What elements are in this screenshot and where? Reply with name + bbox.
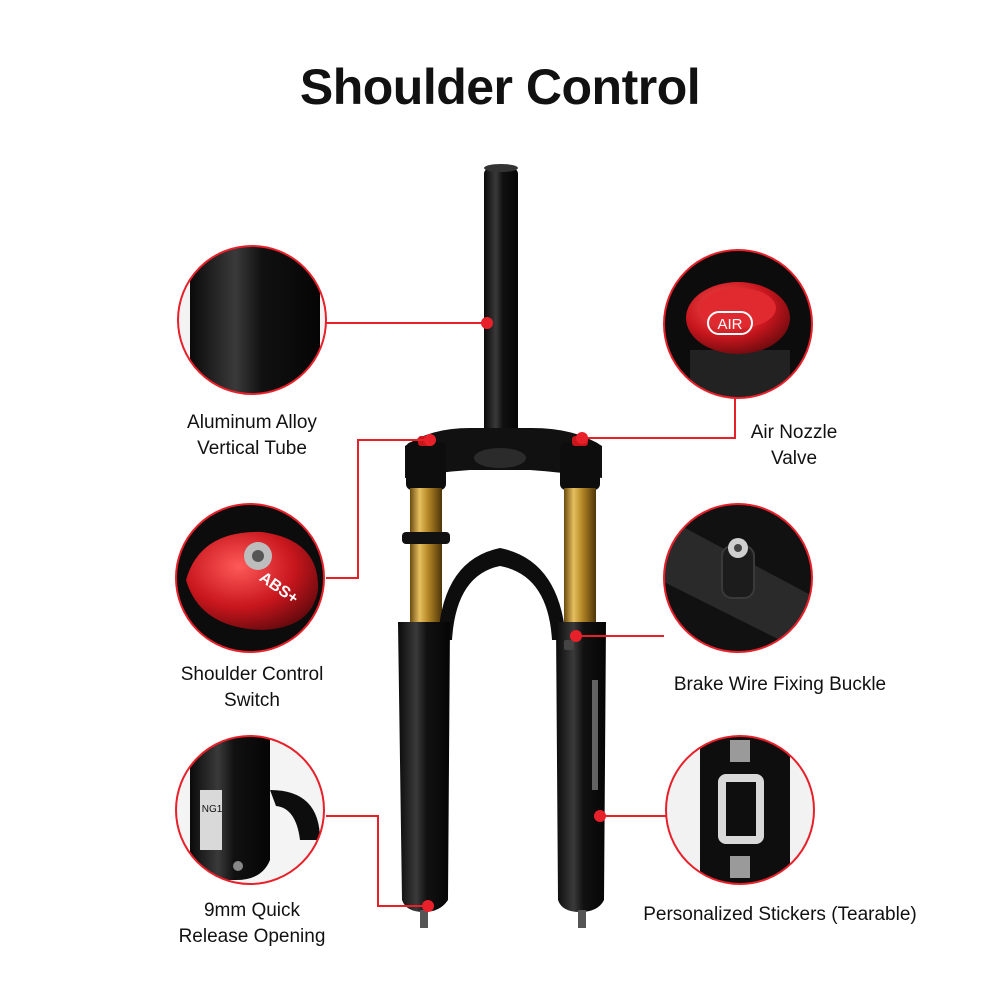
lower-sticker [592, 680, 598, 790]
label-quick: 9mm Quick Release Opening [152, 898, 352, 950]
right-leg-cap [560, 442, 600, 490]
fork-body [398, 164, 606, 928]
detail-circle-quick: NG1 [175, 735, 325, 885]
label-switch-line2: Switch [224, 690, 280, 711]
callout-lines [326, 322, 736, 907]
right-lower-leg [556, 622, 606, 912]
label-air-line1: Air Nozzle [750, 422, 838, 443]
left-leg-cap [406, 442, 446, 490]
right-axle-bolt [578, 910, 586, 928]
right-stanchion [564, 488, 596, 628]
detail-circle-brake [663, 503, 813, 653]
detail-circle-stickers [665, 735, 815, 885]
left-seal-ring [402, 532, 450, 544]
fork-arch [438, 548, 566, 640]
left-axle-bolt [420, 910, 428, 928]
crown-hole [474, 448, 526, 468]
label-switch-line1: Shoulder Control [180, 664, 324, 685]
left-lower-leg [398, 622, 450, 912]
label-air: Air Nozzle Valve [694, 420, 894, 472]
steerer-tube [484, 168, 518, 434]
label-tube: Aluminum Alloy Vertical Tube [152, 410, 352, 462]
detail-circle-tube [177, 245, 327, 395]
label-brake: Brake Wire Fixing Buckle [640, 672, 920, 698]
callout-dots [422, 317, 606, 912]
detail-circle-switch: ABS+ [175, 503, 325, 653]
label-quick-line1: 9mm Quick [203, 900, 301, 921]
label-tube-line2: Vertical Tube [197, 438, 307, 459]
label-stickers: Personalized Stickers (Tearable) [620, 902, 940, 928]
brake-buckle [564, 640, 574, 650]
left-stanchion [410, 488, 442, 628]
label-brake-line1: Brake Wire Fixing Buckle [673, 674, 887, 695]
page-title: Shoulder Control [299, 59, 701, 115]
label-air-line2: Valve [770, 448, 818, 469]
air-badge-text: AIR [717, 316, 742, 333]
label-quick-line2: Release Opening [178, 926, 326, 947]
steerer-top [484, 164, 518, 172]
label-stickers-line1: Personalized Stickers (Tearable) [643, 904, 917, 925]
label-tube-line1: Aluminum Alloy [187, 412, 317, 433]
quick-sticker-text: NG1 [202, 804, 223, 815]
detail-circle-air: AIR [663, 249, 813, 399]
label-switch: Shoulder Control Switch [142, 662, 362, 714]
